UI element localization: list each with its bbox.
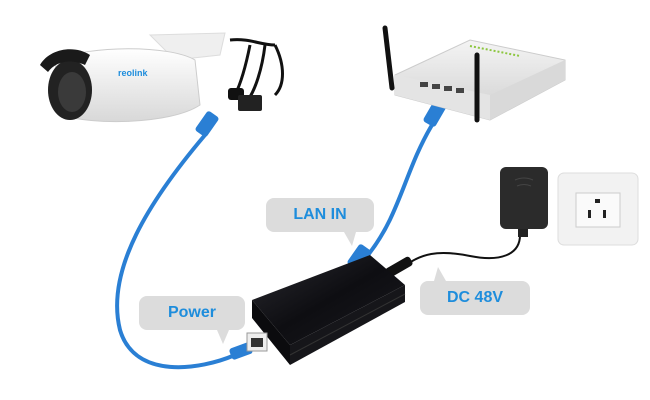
label-lan-in: LAN IN: [266, 198, 374, 246]
dc-power-cable: [385, 234, 521, 278]
label-power: Power: [139, 296, 245, 344]
ethernet-cable-router: [347, 99, 447, 270]
label-power-text: Power: [167, 304, 216, 321]
ethernet-cable-camera: [115, 111, 253, 370]
router: [382, 25, 566, 123]
power-adapter: [500, 167, 548, 237]
wall-outlet: [557, 172, 639, 246]
camera-brand-logo: reolink: [118, 68, 149, 78]
label-lan-in-text: LAN IN: [293, 206, 347, 223]
bubble-tail: [344, 232, 356, 246]
label-dc-48v: DC 48V: [420, 267, 530, 315]
label-dc-text: DC 48V: [446, 289, 504, 306]
bubble-tail: [434, 267, 446, 281]
bubble-tail: [217, 330, 229, 344]
poe-injector: [246, 255, 406, 365]
ip-camera: reolink: [40, 32, 284, 123]
